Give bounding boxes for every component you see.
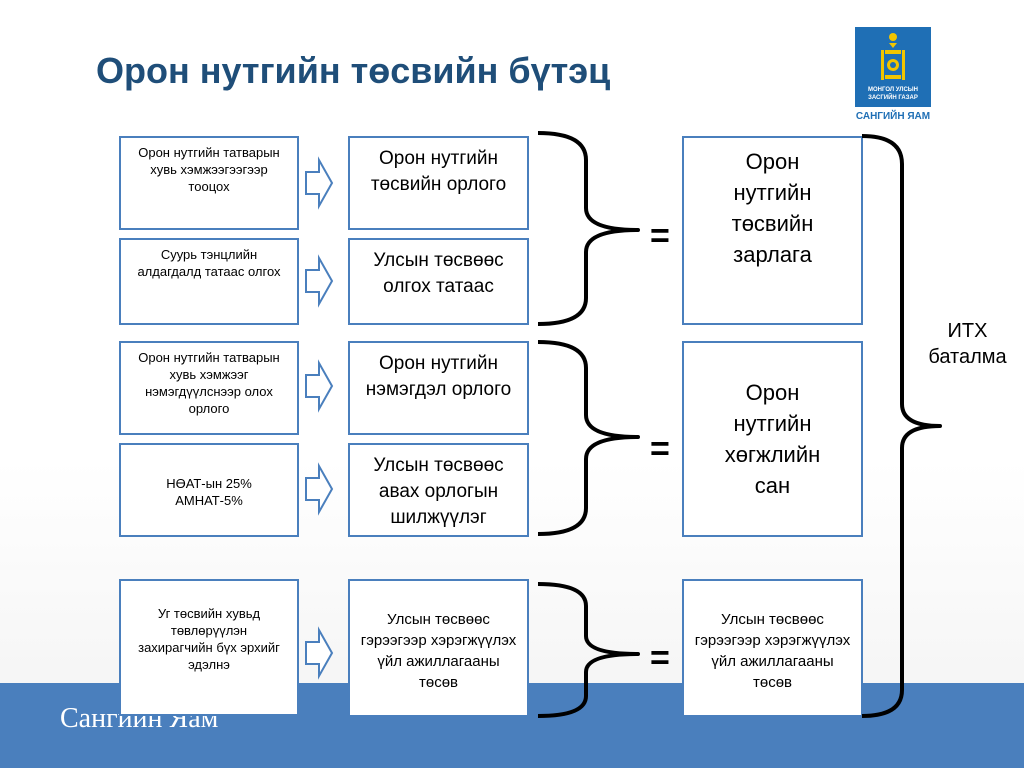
row2-arrow-icon-b: [305, 462, 334, 516]
row1-right-box: Орон нутгийн төсвийн зарлага: [682, 136, 863, 325]
ministry-logo: МОНГОЛ УЛСЫН ЗАСГИЙН ГАЗАР: [855, 27, 931, 107]
row2-mid-box-b: Улсын төсвөөс авах орлогын шилжүүлэг: [348, 443, 529, 537]
row2-arrow-icon-a: [305, 359, 334, 413]
row3-mid-text: Улсын төсвөөс гэрээгээр хэрэгжүүлэх үйл …: [360, 611, 517, 691]
row1-left-text-b: Суурь тэнцлийн алдагдалд татаас олгох: [137, 247, 281, 279]
row3-arrow-icon: [305, 626, 334, 680]
row3-right-text: Улсын төсвөөс гэрээгээр хэрэгжүүлэх үйл …: [694, 611, 851, 691]
row1-arrow-icon-a: [305, 156, 334, 210]
row1-left-box-a: Орон нутгийн татварын хувь хэмжээгээгээр…: [119, 136, 299, 230]
row2-brace-icon: [537, 340, 640, 536]
row1-brace-icon: [537, 131, 640, 326]
row2-equals-sign: =: [650, 430, 670, 468]
row3-mid-box: Улсын төсвөөс гэрээгээр хэрэгжүүлэх үйл …: [348, 579, 529, 717]
row2-left-box-b: НӨАТ-ын 25% АМНАТ-5%: [119, 443, 299, 537]
logo-text-line1: МОНГОЛ УЛСЫН: [868, 87, 918, 93]
row2-left-text-b: НӨАТ-ын 25% АМНАТ-5%: [166, 476, 252, 508]
approval-label: ИТХ баталма: [928, 320, 1007, 368]
logo-caption: САНГИЙН ЯАМ: [855, 111, 931, 122]
row2-right-box: Орон нутгийн хөгжлийн сан: [682, 341, 863, 537]
row1-mid-text-a: Орон нутгийн төсвийн орлого: [370, 148, 507, 195]
row2-mid-text-a: Орон нутгийн нэмэгдэл орлого: [365, 353, 512, 400]
row2-left-text-a: Орон нутгийн татварын хувь хэмжээг нэмэг…: [138, 350, 280, 416]
row1-equals-sign: =: [650, 217, 670, 255]
row2-mid-text-b: Улсын төсвөөс авах орлогын шилжүүлэг: [373, 455, 504, 528]
row2-mid-box-a: Орон нутгийн нэмэгдэл орлого: [348, 341, 529, 435]
row1-left-box-b: Суурь тэнцлийн алдагдалд татаас олгох: [119, 238, 299, 325]
row2-right-text: Орон нутгийн хөгжлийн сан: [724, 380, 821, 498]
row3-right-box: Улсын төсвөөс гэрээгээр хэрэгжүүлэх үйл …: [682, 579, 863, 717]
row3-left-box: Уг төсвийн хувьд төвлөрүүлэн захирагчийн…: [119, 579, 299, 716]
row3-left-text: Уг төсвийн хувьд төвлөрүүлэн захирагчийн…: [138, 606, 280, 672]
row3-brace-icon: [537, 582, 640, 718]
logo-text-line2: ЗАСГИЙН ГАЗАР: [868, 95, 918, 101]
row1-right-text: Орон нутгийн төсвийн зарлага: [731, 149, 814, 267]
approval-brace-icon: [861, 134, 942, 718]
row1-arrow-icon-b: [305, 254, 334, 308]
row1-mid-text-b: Улсын төсвөөс олгох татаас: [373, 250, 504, 297]
row1-left-text-a: Орон нутгийн татварын хувь хэмжээгээгээр…: [138, 145, 280, 194]
row2-left-box-a: Орон нутгийн татварын хувь хэмжээг нэмэг…: [119, 341, 299, 435]
page-title: Орон нутгийн төсвийн бүтэц: [96, 50, 611, 91]
soyombo-emblem-icon: [881, 33, 905, 80]
row3-equals-sign: =: [650, 639, 670, 677]
row1-mid-box-a: Орон нутгийн төсвийн орлого: [348, 136, 529, 230]
row1-mid-box-b: Улсын төсвөөс олгох татаас: [348, 238, 529, 325]
